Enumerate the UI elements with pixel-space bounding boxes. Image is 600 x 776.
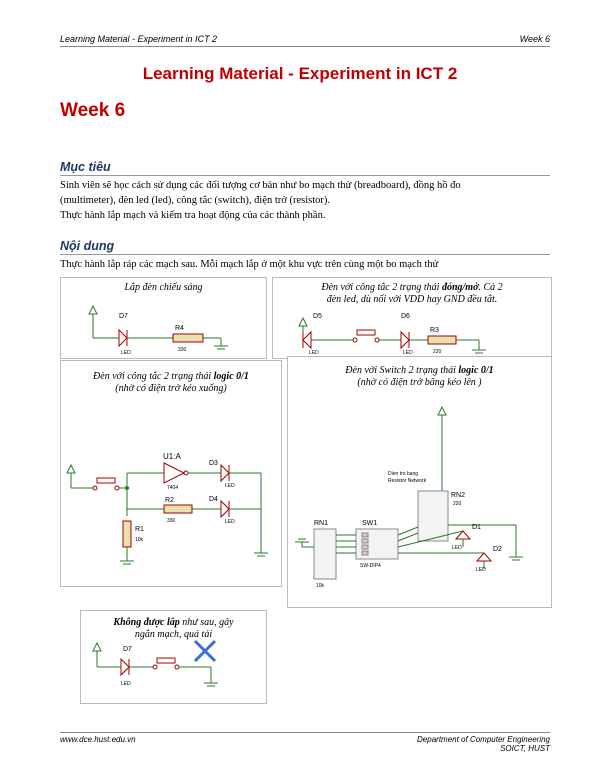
cross-icon — [193, 639, 217, 663]
circuit-2-box: Đèn với công tắc 2 trạng thái đóng/mở. C… — [272, 277, 552, 359]
header-right: Week 6 — [519, 34, 550, 44]
goal-line-1: Sinh viên sẽ học cách sử dụng các đối tư… — [60, 180, 461, 191]
circuit-2-caption: Đèn với công tắc 2 trạng thái đóng/mở. C… — [273, 282, 551, 306]
c4-note2: Resistor Network — [388, 478, 427, 484]
circuit-4-schematic: Dien tro bang Resistor Network RN2 220 R… — [295, 405, 523, 589]
footer-right-line2: SOICT, HUST — [500, 744, 550, 753]
c2-r-label: R3 — [430, 327, 439, 334]
document-title: Learning Material - Experiment in ICT 2 — [142, 64, 458, 83]
circuit-5-schematic: D7 LED — [92, 639, 218, 687]
c5-led-label: LED — [121, 681, 131, 687]
c3-rv2-label: 330 — [167, 518, 176, 524]
c4-d2-label: D2 — [493, 546, 502, 553]
circuit-5-box: Không được lắp như sau, gây ngắn mạch, q… — [80, 610, 267, 704]
c1-d-label: D7 — [119, 313, 128, 320]
c4-rn2-label: RN2 — [451, 492, 465, 499]
circuit-3-caption: Đèn với công tắc 2 trạng thái logic 0/1 … — [61, 371, 281, 395]
circuit-2-schematic: D5 LED D6 LED R3 220 — [298, 313, 486, 356]
c3-rv1-label: 10k — [135, 537, 144, 543]
circuit-1-schematic: D7 LED R4 330 — [88, 304, 228, 356]
c5-d-label: D7 — [123, 646, 132, 653]
c3-led3-label: LED — [225, 483, 235, 489]
c5-caption-bold: Không được lắp — [113, 617, 180, 628]
footer-left: www.dce.hust.edu.vn — [60, 735, 136, 744]
c2-led6-label: LED — [403, 350, 413, 356]
c2-caption-line2: đèn led, dù nối với VDD hay GND đều tắt. — [326, 294, 498, 305]
goal-line-2: (multimeter), đèn led (led), công tắc (s… — [60, 195, 331, 206]
c4-caption-line2: (nhờ có điện trở băng kéo lên ) — [357, 377, 482, 388]
circuit-3-box: Đèn với công tắc 2 trạng thái logic 0/1 … — [60, 360, 282, 587]
c3-caption-pre: Đèn với công tắc 2 trạng thái — [93, 371, 214, 382]
c3-r1-label: R1 — [135, 526, 144, 533]
c2-d6-label: D6 — [401, 313, 410, 320]
c3-chip-label: 7404 — [167, 485, 178, 491]
c4-note1: Dien tro bang — [388, 471, 418, 477]
c5-caption-line2: ngắn mạch, quá tải — [134, 629, 213, 640]
circuit-3-schematic: U1:A 7404 D3 LED R2 330 D4 LED R1 10k — [66, 452, 268, 565]
c1-r-label: R4 — [175, 325, 184, 332]
footer-right: Department of Computer Engineering SOICT… — [417, 735, 550, 753]
goal-heading: Mục tiêu — [60, 160, 550, 176]
week-heading: Week 6 — [60, 100, 126, 121]
c2-caption-post: . Cả 2 — [478, 282, 503, 293]
content-heading: Nội dung — [60, 239, 550, 255]
goal-line-3: Thực hành lắp mạch và kiểm tra hoạt động… — [60, 210, 326, 221]
circuit-4-caption: Đèn với Switch 2 trạng thái logic 0/1 (n… — [288, 365, 551, 389]
page-footer: www.dce.hust.edu.vn Department of Comput… — [60, 732, 550, 753]
content-text: Thực hành lắp ráp các mạch sau. Mỗi mạch… — [60, 259, 439, 270]
c3-led4-label: LED — [225, 519, 235, 525]
c1-led-label: LED — [121, 350, 131, 356]
c3-d3-label: D3 — [209, 460, 218, 467]
c3-d4-label: D4 — [209, 496, 218, 503]
c3-caption-bold: logic 0/1 — [213, 371, 249, 382]
c4-rn1-label: RN1 — [314, 520, 328, 527]
c2-caption-pre: Đèn với công tắc 2 trạng thái — [321, 282, 442, 293]
circuit-5-caption: Không được lắp như sau, gây ngắn mạch, q… — [81, 617, 266, 641]
c4-led1-label: LED — [452, 545, 462, 551]
c4-sw-label: SW1 — [362, 520, 377, 527]
c3-r2-label: R2 — [165, 497, 174, 504]
c4-d1-label: D1 — [472, 524, 481, 531]
header-left: Learning Material - Experiment in ICT 2 — [60, 34, 218, 44]
c1-rv-label: 330 — [178, 347, 187, 353]
c4-rv2-label: 220 — [453, 501, 462, 507]
goal-text: Sinh viên sẽ học cách sử dụng các đối tư… — [60, 178, 555, 223]
c4-caption-pre: Đèn với Switch 2 trạng thái — [345, 365, 459, 376]
c2-caption-bold: đóng/mở — [441, 282, 479, 293]
circuit-1-caption: Lắp đèn chiếu sáng — [124, 282, 203, 293]
c2-led5-label: LED — [309, 350, 319, 356]
circuit-4-box: Đèn với Switch 2 trạng thái logic 0/1 (n… — [287, 356, 552, 608]
c3-u-label: U1:A — [163, 452, 181, 461]
c4-swtype-label: SW-DIP4 — [360, 563, 381, 569]
c3-caption-line2: (nhờ có điện trở kéo xuống) — [115, 383, 227, 394]
page-header: Learning Material - Experiment in ICT 2 … — [60, 34, 550, 47]
c4-led2-label: LED — [476, 567, 486, 573]
circuit-1-box: Lắp đèn chiếu sáng D7 LED R4 330 — [60, 277, 267, 359]
c4-caption-bold: logic 0/1 — [458, 365, 494, 376]
footer-right-line1: Department of Computer Engineering — [417, 735, 550, 744]
c2-rv-label: 220 — [433, 349, 442, 355]
c5-caption-post: như sau, gây — [179, 617, 234, 628]
c2-d5-label: D5 — [313, 313, 322, 320]
c4-rv1-label: 10k — [316, 583, 325, 589]
